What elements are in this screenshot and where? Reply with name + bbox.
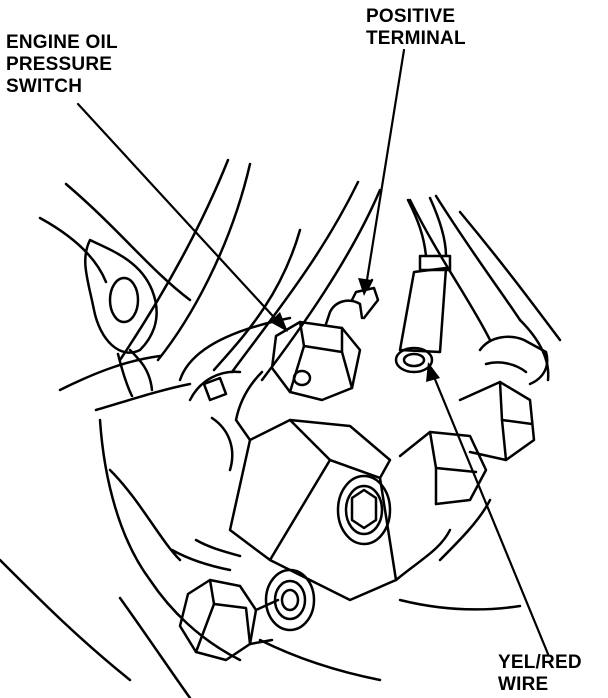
switch-mount-block: [188, 370, 452, 602]
label-line: ENGINE OIL: [6, 32, 118, 53]
label-line: SWITCH: [6, 76, 83, 97]
positive-terminal-label: POSITIVE TERMINAL: [366, 6, 466, 50]
engine-oil-pressure-switch-label: ENGINE OIL PRESSURE SWITCH: [6, 32, 118, 98]
leader-oil-switch: [76, 102, 284, 328]
leader-positive-terminal: [364, 48, 406, 288]
arrowhead-yel-red-wire: [426, 362, 440, 382]
round-washer: [264, 568, 316, 632]
engine-block-contours: [0, 158, 562, 698]
arrowhead-oil-switch: [270, 312, 288, 332]
leader-arrowheads: [270, 278, 440, 382]
mounting-bracket: [84, 238, 158, 398]
label-line: POSITIVE: [366, 6, 456, 27]
leader-yel-red-wire: [430, 370, 550, 656]
hex-bolt: [178, 578, 280, 662]
oil-pressure-switch: [270, 278, 380, 402]
arrowhead-positive-terminal: [358, 278, 372, 296]
yel-red-wire-connector: [394, 196, 452, 374]
label-line: WIRE: [498, 674, 549, 695]
socket-head-bolt: [336, 474, 392, 546]
leader-lines: [76, 48, 550, 656]
yel-red-wire-label: YEL/RED WIRE: [498, 652, 582, 696]
label-line: TERMINAL: [366, 28, 466, 49]
label-line: YEL/RED: [498, 652, 582, 673]
label-line: PRESSURE: [6, 54, 113, 75]
